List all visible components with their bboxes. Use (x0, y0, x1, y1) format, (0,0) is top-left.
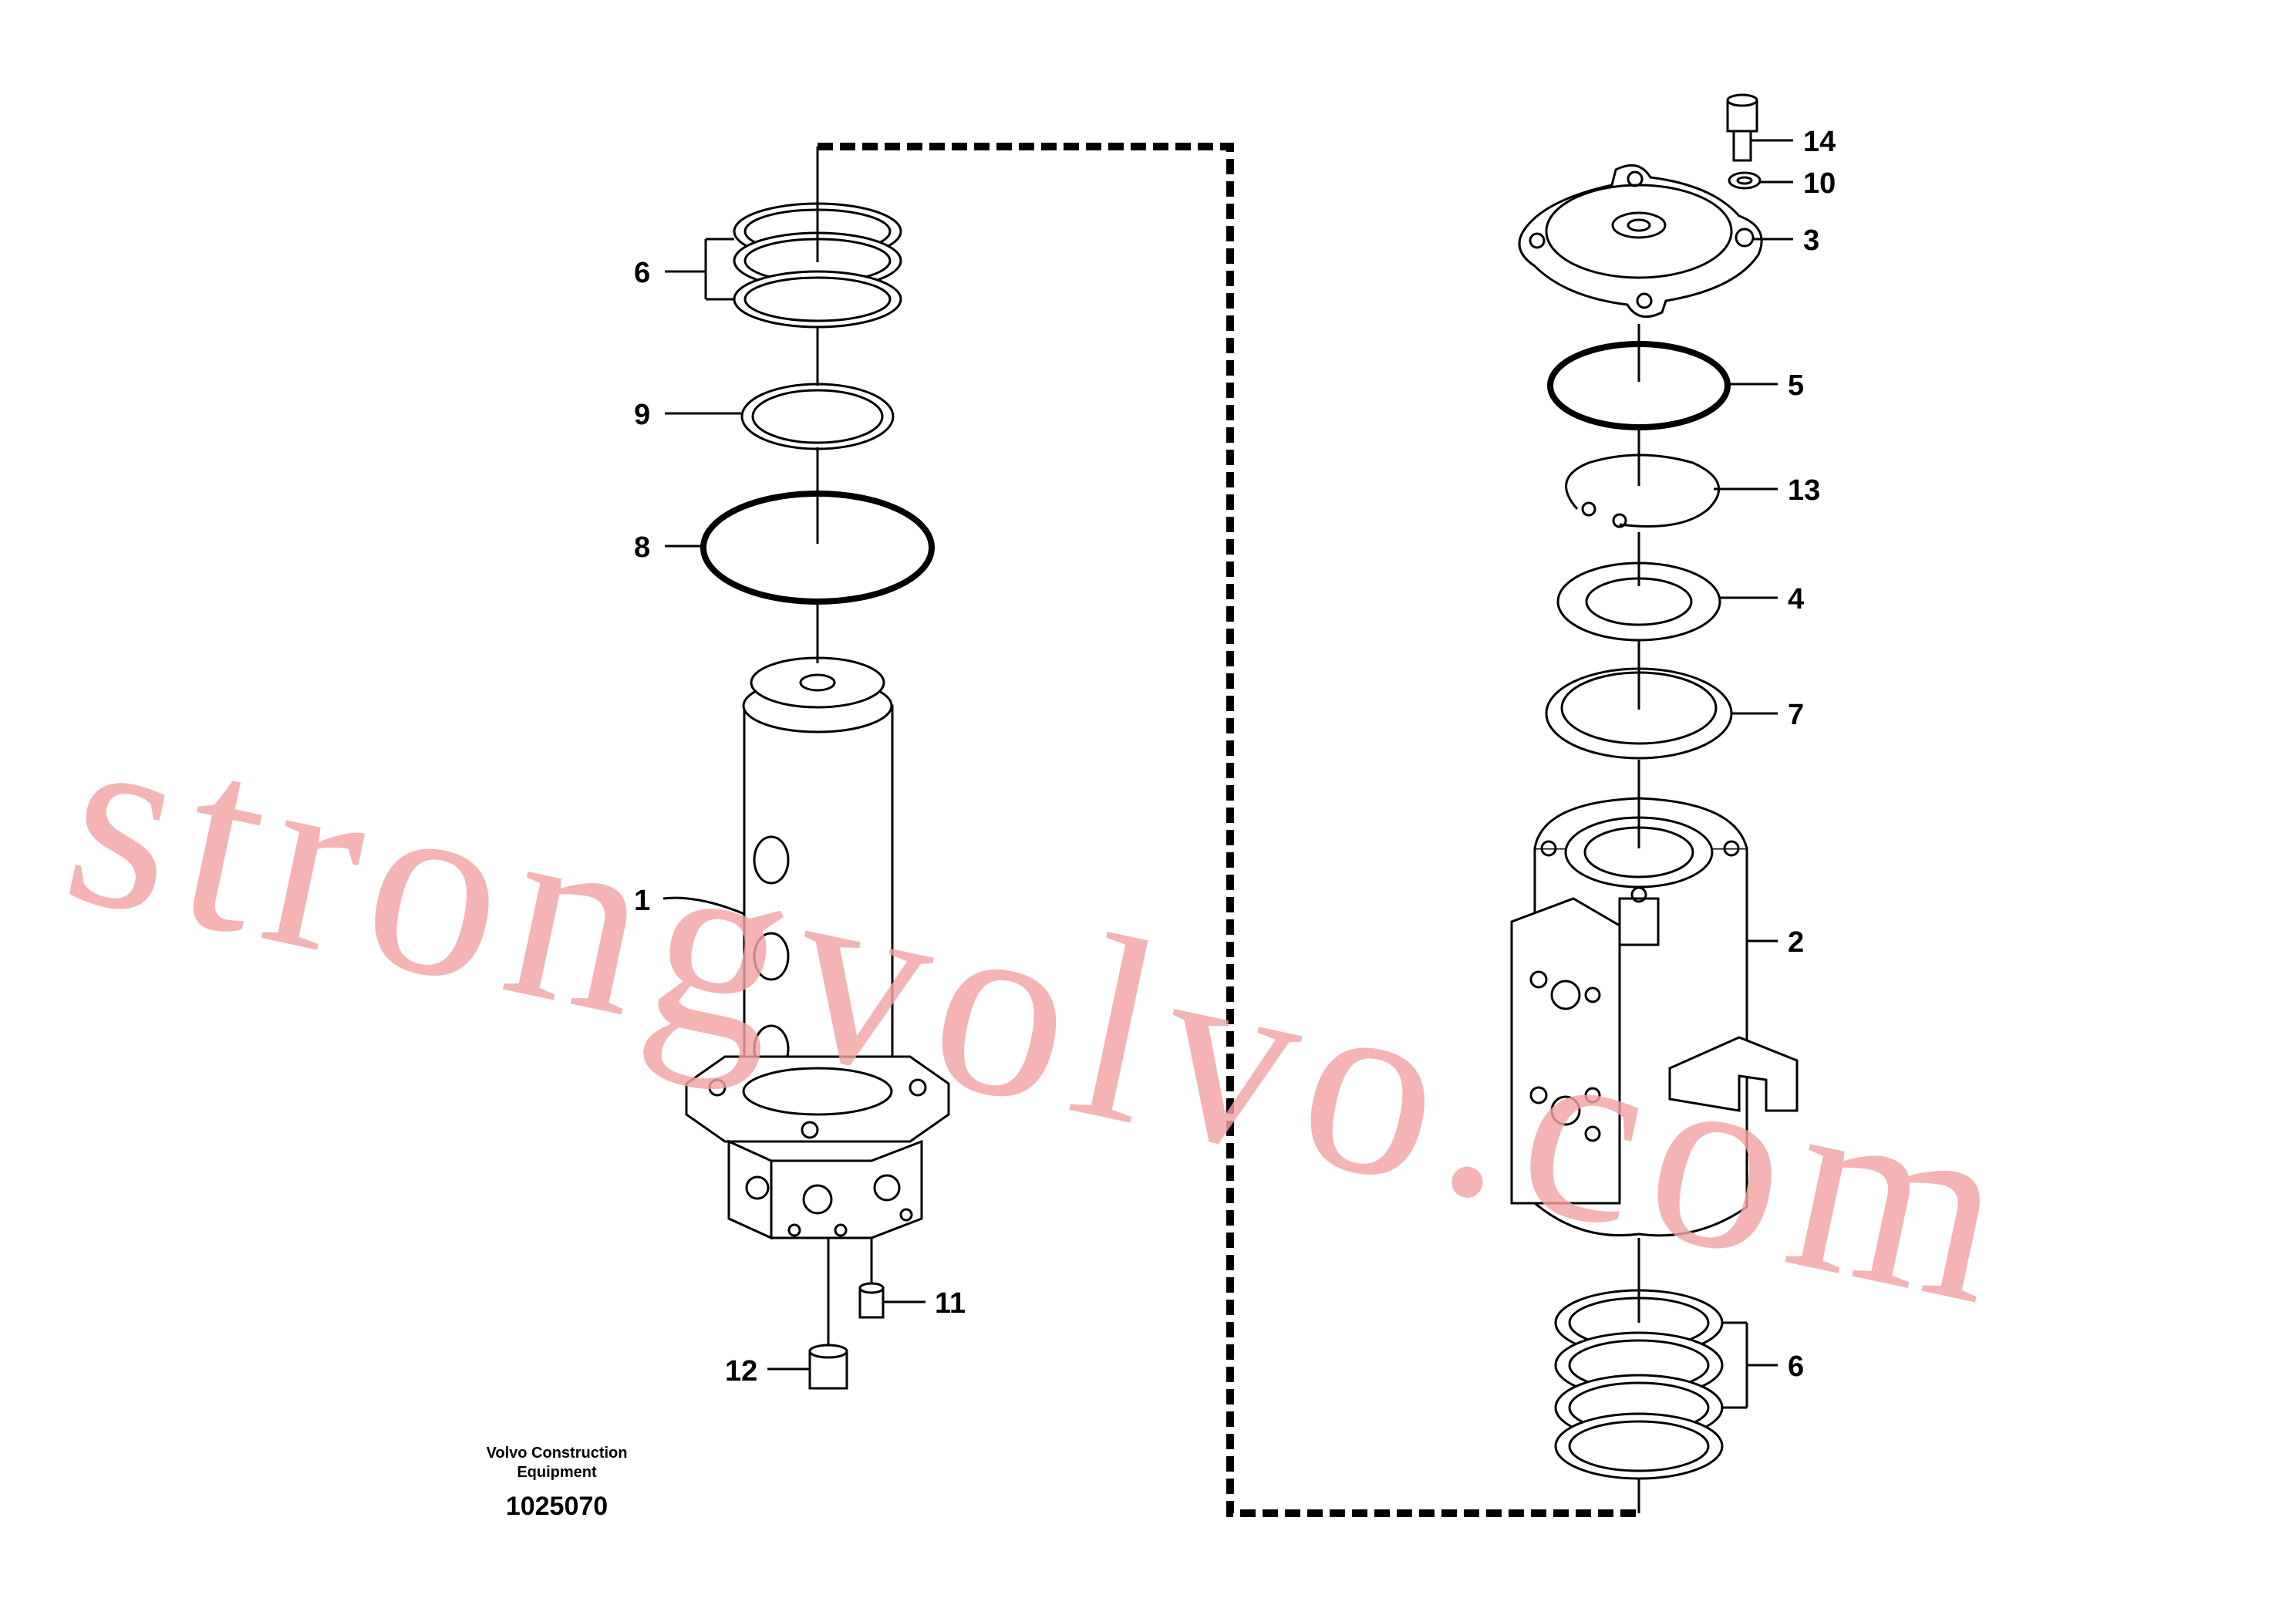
callout-8: 8 (634, 531, 650, 564)
part-13-snap-ring (1565, 454, 1721, 528)
callout-2: 2 (1788, 926, 1804, 959)
leader-6-right (1722, 1321, 1778, 1409)
callout-6-right: 6 (1788, 1351, 1804, 1383)
callout-9: 9 (634, 399, 650, 431)
part-1-swivel-shaft (685, 656, 950, 1240)
part-10-washer (1728, 171, 1762, 190)
part-11-plug (858, 1282, 885, 1319)
callout-7: 7 (1788, 699, 1804, 731)
part-12-plug (808, 1344, 848, 1390)
leader-1 (663, 896, 745, 916)
callout-6-left: 6 (634, 257, 650, 289)
leader-6-left (665, 238, 734, 301)
drawing-number: 1025070 (506, 1492, 608, 1521)
watermark-text: strongvolvo.com (46, 666, 2041, 1362)
callout-1: 1 (634, 885, 650, 917)
callout-14: 14 (1803, 126, 1836, 158)
callout-3: 3 (1803, 224, 1819, 257)
assembly-link-dashed-frame (818, 143, 1639, 1517)
part-9-backup-ring (740, 383, 895, 450)
credit-line-1: Volvo Construction (487, 1445, 628, 1462)
part-2-swivel-housing (1510, 797, 1799, 1237)
callout-11: 11 (935, 1287, 966, 1320)
callout-12: 12 (725, 1355, 757, 1388)
credit-line-2: Equipment (517, 1464, 597, 1481)
callout-5: 5 (1788, 369, 1804, 402)
part-14-bolt (1726, 93, 1758, 162)
part-3-cover-plate (1518, 164, 1763, 319)
callout-4: 4 (1788, 583, 1804, 615)
callout-13: 13 (1788, 474, 1820, 507)
callout-10: 10 (1803, 167, 1836, 200)
